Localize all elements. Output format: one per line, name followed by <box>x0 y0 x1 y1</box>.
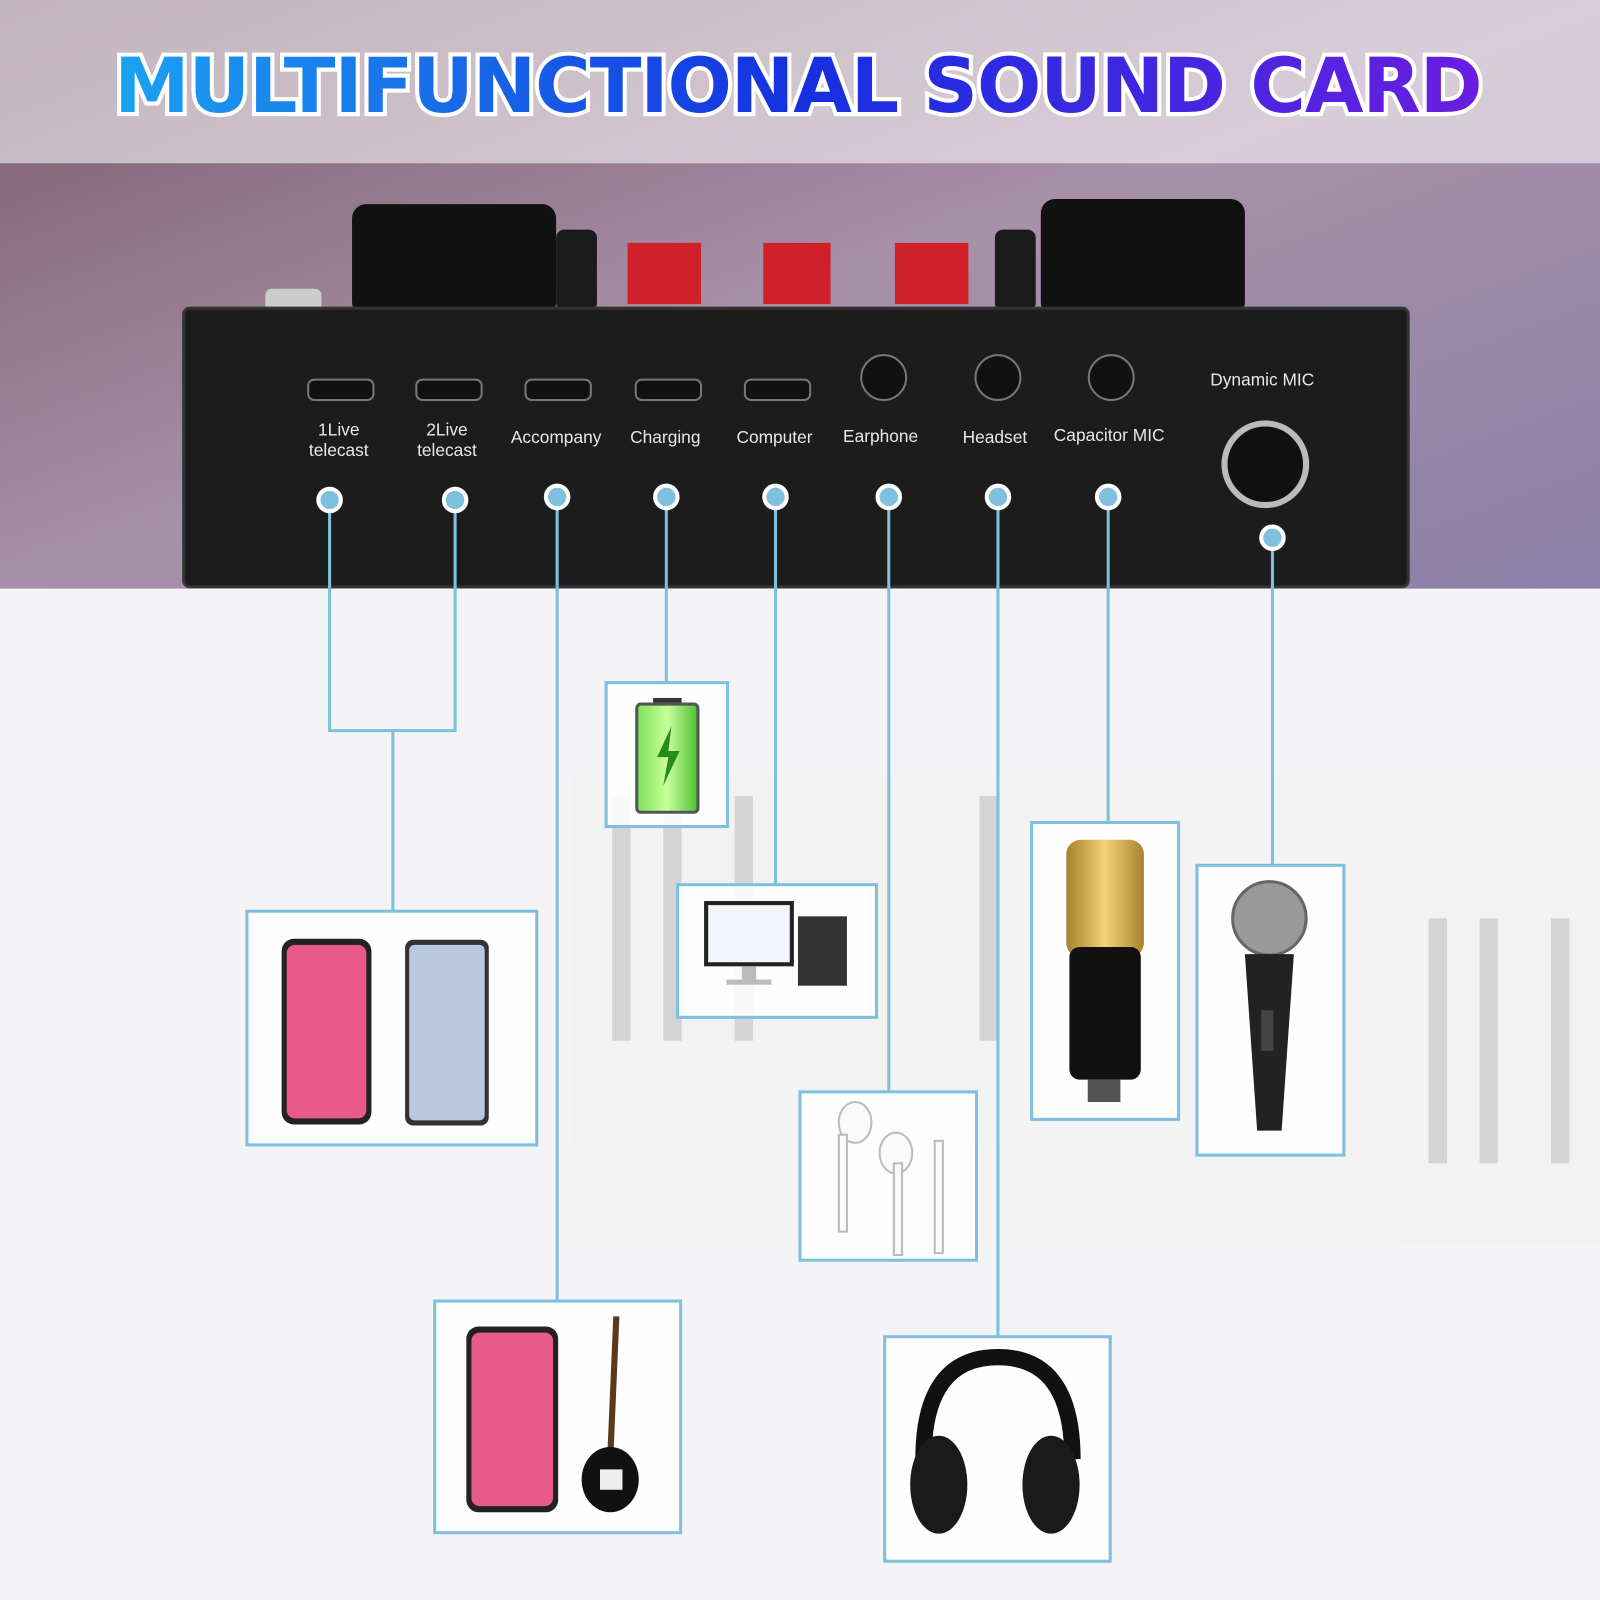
red-button <box>894 242 969 305</box>
port-label-computer: Computer <box>736 427 812 447</box>
battery-icon <box>635 697 700 814</box>
smartphones-icon <box>281 938 489 1126</box>
earphones-icon <box>837 1101 944 1257</box>
page-title: MULTIFUNCTIONAL SOUND CARD <box>110 38 1487 134</box>
port-label-2live-2: telecast <box>417 440 477 460</box>
port-label-earphone: Earphone <box>843 426 918 446</box>
condenser-mic-icon <box>1066 839 1144 1103</box>
headphones-icon <box>910 1348 1081 1534</box>
earphone-box <box>798 1090 979 1262</box>
port-label-headset: Headset <box>963 427 1028 447</box>
computer-box <box>676 883 879 1019</box>
port-label-capacitor-mic: Capacitor MIC <box>1054 425 1165 445</box>
connector-lines <box>316 483 1286 1337</box>
port-label-dynamic-mic: Dynamic MIC <box>1210 370 1314 390</box>
port-label-2live: 2Live <box>426 420 467 440</box>
sound-card-device: 1Live telecast 2Live telecast Accompany … <box>182 198 1410 589</box>
charging-box <box>604 681 730 829</box>
volume-knob-right <box>1040 198 1245 317</box>
dynamic-mic-icon <box>1231 880 1308 1131</box>
port-label-1live-2: telecast <box>309 440 369 460</box>
phone-and-guitar-icon <box>466 1316 639 1513</box>
svg-text:MULTIFUNCTIONAL SOUND CARD: MULTIFUNCTIONAL SOUND CARD <box>114 42 1481 130</box>
headset-box <box>883 1335 1112 1563</box>
red-button <box>763 242 831 305</box>
volume-knob-left <box>352 204 557 317</box>
dynamic-mic-box <box>1195 863 1346 1157</box>
red-button <box>627 242 702 305</box>
capacitor-mic-box <box>1030 820 1181 1121</box>
computer-icon <box>704 901 847 986</box>
port-label-1live: 1Live <box>318 420 359 440</box>
port-label-charging: Charging <box>630 427 700 447</box>
accompany-box <box>433 1299 683 1535</box>
smartphones-box <box>245 909 539 1147</box>
port-label-accompany: Accompany <box>511 427 602 447</box>
